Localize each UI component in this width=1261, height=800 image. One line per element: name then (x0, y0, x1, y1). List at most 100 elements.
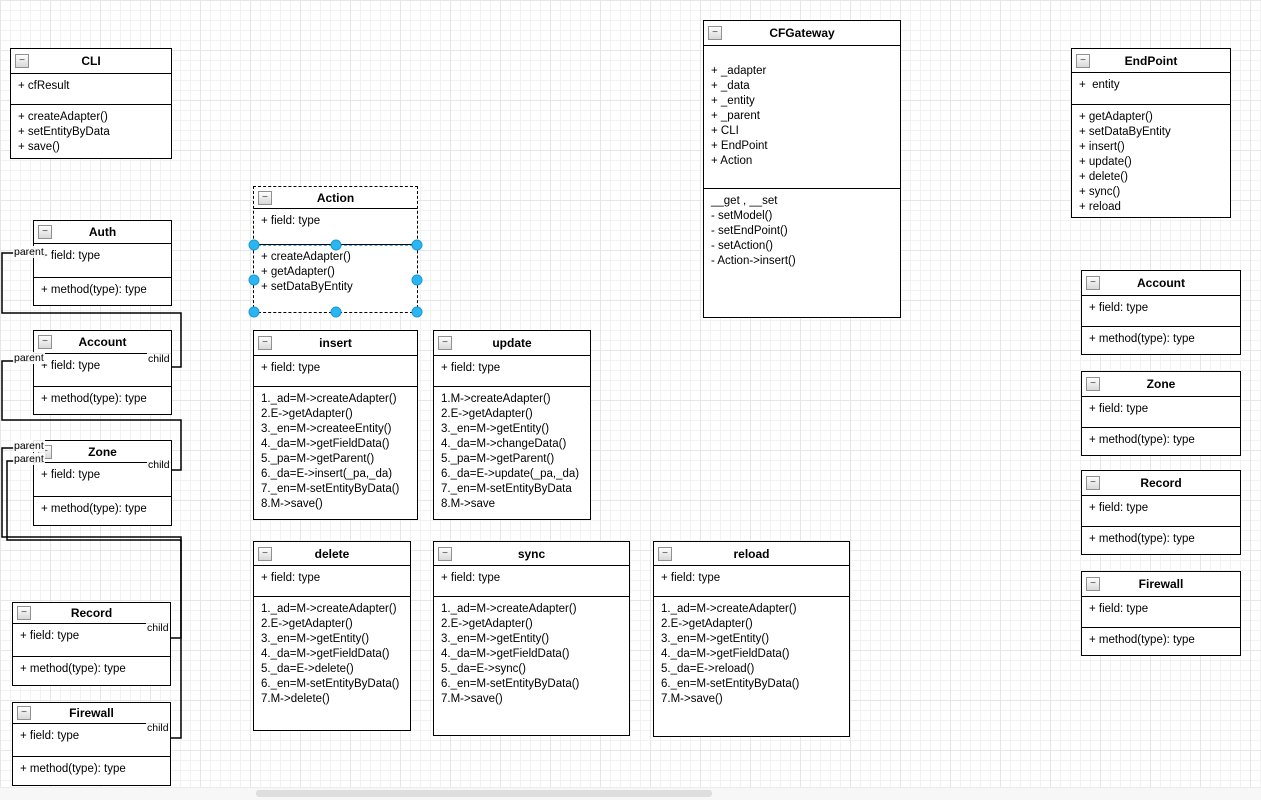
scrollbar-thumb[interactable] (256, 790, 712, 797)
fields-compartment[interactable]: + entity (1072, 73, 1230, 104)
selection-handle[interactable] (248, 274, 260, 286)
class-title-bar[interactable]: −Record (13, 603, 170, 624)
methods-compartment[interactable]: 1._ad=M->createAdapter()2.E->getAdapter(… (254, 596, 410, 730)
collapse-icon[interactable]: − (708, 26, 722, 40)
uml-class-firewall-right[interactable]: −Firewall+ field: type+ method(type): ty… (1081, 571, 1241, 656)
class-title-bar[interactable]: −insert (254, 331, 417, 356)
fields-compartment[interactable]: + field: type (1082, 296, 1240, 326)
edge-label-child[interactable]: child (147, 353, 171, 365)
uml-class-action[interactable]: −Action+ field: type+ createAdapter()+ g… (248, 186, 423, 318)
class-title-bar[interactable]: −Account (34, 331, 171, 354)
fields-compartment[interactable]: + _adapter+ _data+ _entity+ _parent+ CLI… (704, 46, 900, 188)
uml-class-auth[interactable]: −Auth+ field: type+ method(type): type (33, 220, 172, 306)
collapse-icon[interactable]: − (38, 335, 52, 349)
class-title-bar[interactable]: −update (434, 331, 590, 356)
collapse-icon[interactable]: − (1086, 276, 1100, 290)
uml-class-record-left[interactable]: −Record+ field: type+ method(type): type (12, 602, 171, 686)
collapse-icon[interactable]: − (17, 606, 31, 620)
uml-class-account-right[interactable]: −Account+ field: type+ method(type): typ… (1081, 270, 1241, 355)
collapse-icon[interactable]: − (1076, 53, 1090, 68)
methods-compartment[interactable]: + method(type): type (13, 656, 170, 685)
methods-compartment[interactable]: + createAdapter()+ setEntityByData+ save… (11, 104, 171, 158)
selection-handle[interactable] (330, 306, 342, 318)
fields-compartment[interactable]: + field: type (1082, 496, 1240, 526)
class-title-bar[interactable]: −Zone (1082, 372, 1240, 397)
collapse-icon[interactable]: − (258, 546, 272, 561)
fields-compartment[interactable]: + field: type (434, 356, 590, 386)
fields-compartment[interactable]: + field: type (34, 354, 171, 386)
methods-compartment[interactable]: 1._ad=M->createAdapter()2.E->getAdapter(… (654, 596, 849, 736)
methods-compartment[interactable]: 1._ad=M->createAdapter()2.E->getAdapter(… (254, 386, 417, 519)
uml-class-cfgateway[interactable]: −CFGateway+ _adapter+ _data+ _entity+ _p… (703, 20, 901, 318)
connector[interactable] (1, 447, 182, 639)
fields-compartment[interactable]: + field: type (13, 724, 170, 756)
fields-compartment[interactable]: + field: type (1082, 597, 1240, 627)
fields-compartment[interactable]: + field: type (13, 624, 170, 656)
methods-compartment[interactable]: + getAdapter()+ setDataByEntity+ insert(… (1072, 104, 1230, 217)
edge-label-parent[interactable]: parent (13, 453, 45, 465)
collapse-icon[interactable]: − (258, 336, 272, 350)
class-title-bar[interactable]: −reload (654, 542, 849, 566)
uml-class-firewall-left[interactable]: −Firewall+ field: type+ method(type): ty… (12, 702, 171, 786)
edge-label-parent[interactable]: parent (13, 352, 45, 364)
uml-class-record-right[interactable]: −Record+ field: type+ method(type): type (1081, 470, 1241, 555)
methods-compartment[interactable]: + method(type): type (1082, 326, 1240, 354)
edge-label-child[interactable]: child (147, 459, 171, 471)
edge-label-parent[interactable]: parent (13, 440, 45, 452)
methods-compartment[interactable]: 1._ad=M->createAdapter()2.E->getAdapter(… (434, 596, 629, 735)
uml-class-account-left[interactable]: −Account+ field: type+ method(type): typ… (33, 330, 172, 415)
collapse-icon[interactable]: − (1086, 476, 1100, 490)
class-title-bar[interactable]: −Firewall (13, 703, 170, 724)
methods-compartment[interactable]: + createAdapter()+ getAdapter()+ setData… (254, 244, 417, 312)
uml-class-cli[interactable]: −CLI+ cfResult+ createAdapter()+ setEnti… (10, 48, 172, 159)
collapse-icon[interactable]: − (438, 546, 452, 561)
methods-compartment[interactable]: + method(type): type (13, 756, 170, 785)
collapse-icon[interactable]: − (1086, 577, 1100, 591)
uml-class-endpoint[interactable]: −EndPoint+ entity+ getAdapter()+ setData… (1071, 48, 1231, 218)
fields-compartment[interactable]: + field: type (34, 463, 171, 496)
collapse-icon[interactable]: − (38, 225, 52, 239)
methods-compartment[interactable]: 1.M->createAdapter()2.E->getAdapter()3._… (434, 386, 590, 519)
selection-handle[interactable] (248, 239, 260, 251)
horizontal-scrollbar[interactable] (0, 787, 1261, 800)
selection-handle[interactable] (248, 306, 260, 318)
selection-handle[interactable] (411, 239, 423, 251)
connector[interactable] (6, 460, 182, 739)
methods-compartment[interactable]: + method(type): type (34, 496, 171, 525)
class-title-bar[interactable]: −Account (1082, 271, 1240, 296)
class-title-bar[interactable]: −delete (254, 542, 410, 566)
collapse-icon[interactable]: − (1086, 377, 1100, 391)
connector[interactable] (1, 360, 182, 471)
collapse-icon[interactable]: − (658, 546, 672, 561)
uml-class-zone-right[interactable]: −Zone+ field: type+ method(type): type (1081, 371, 1241, 456)
class-title-bar[interactable]: −CLI (11, 49, 171, 74)
fields-compartment[interactable]: + field: type (34, 244, 171, 277)
methods-compartment[interactable]: + method(type): type (1082, 526, 1240, 554)
class-title-bar[interactable]: −sync (434, 542, 629, 566)
methods-compartment[interactable]: + method(type): type (34, 277, 171, 305)
collapse-icon[interactable]: − (438, 336, 452, 350)
edge-label-child[interactable]: child (146, 722, 170, 734)
class-title-bar[interactable]: −Action (254, 187, 417, 209)
selection-handle[interactable] (411, 274, 423, 286)
fields-compartment[interactable]: + field: type (254, 566, 410, 596)
edge-label-child[interactable]: child (146, 622, 170, 634)
methods-compartment[interactable]: __get , __set- setModel()- setEndPoint()… (704, 188, 900, 317)
class-title-bar[interactable]: −Record (1082, 471, 1240, 496)
fields-compartment[interactable]: + field: type (254, 356, 417, 386)
class-title-bar[interactable]: −Firewall (1082, 572, 1240, 597)
fields-compartment[interactable]: + field: type (254, 209, 417, 244)
selection-handle[interactable] (330, 239, 342, 251)
methods-compartment[interactable]: + method(type): type (1082, 427, 1240, 455)
class-title-bar[interactable]: −Auth (34, 221, 171, 244)
class-title-bar[interactable]: −CFGateway (704, 21, 900, 46)
collapse-icon[interactable]: − (258, 190, 272, 205)
uml-class-zone-left[interactable]: −Zone+ field: type+ method(type): type (33, 440, 172, 526)
methods-compartment[interactable]: + method(type): type (1082, 627, 1240, 655)
